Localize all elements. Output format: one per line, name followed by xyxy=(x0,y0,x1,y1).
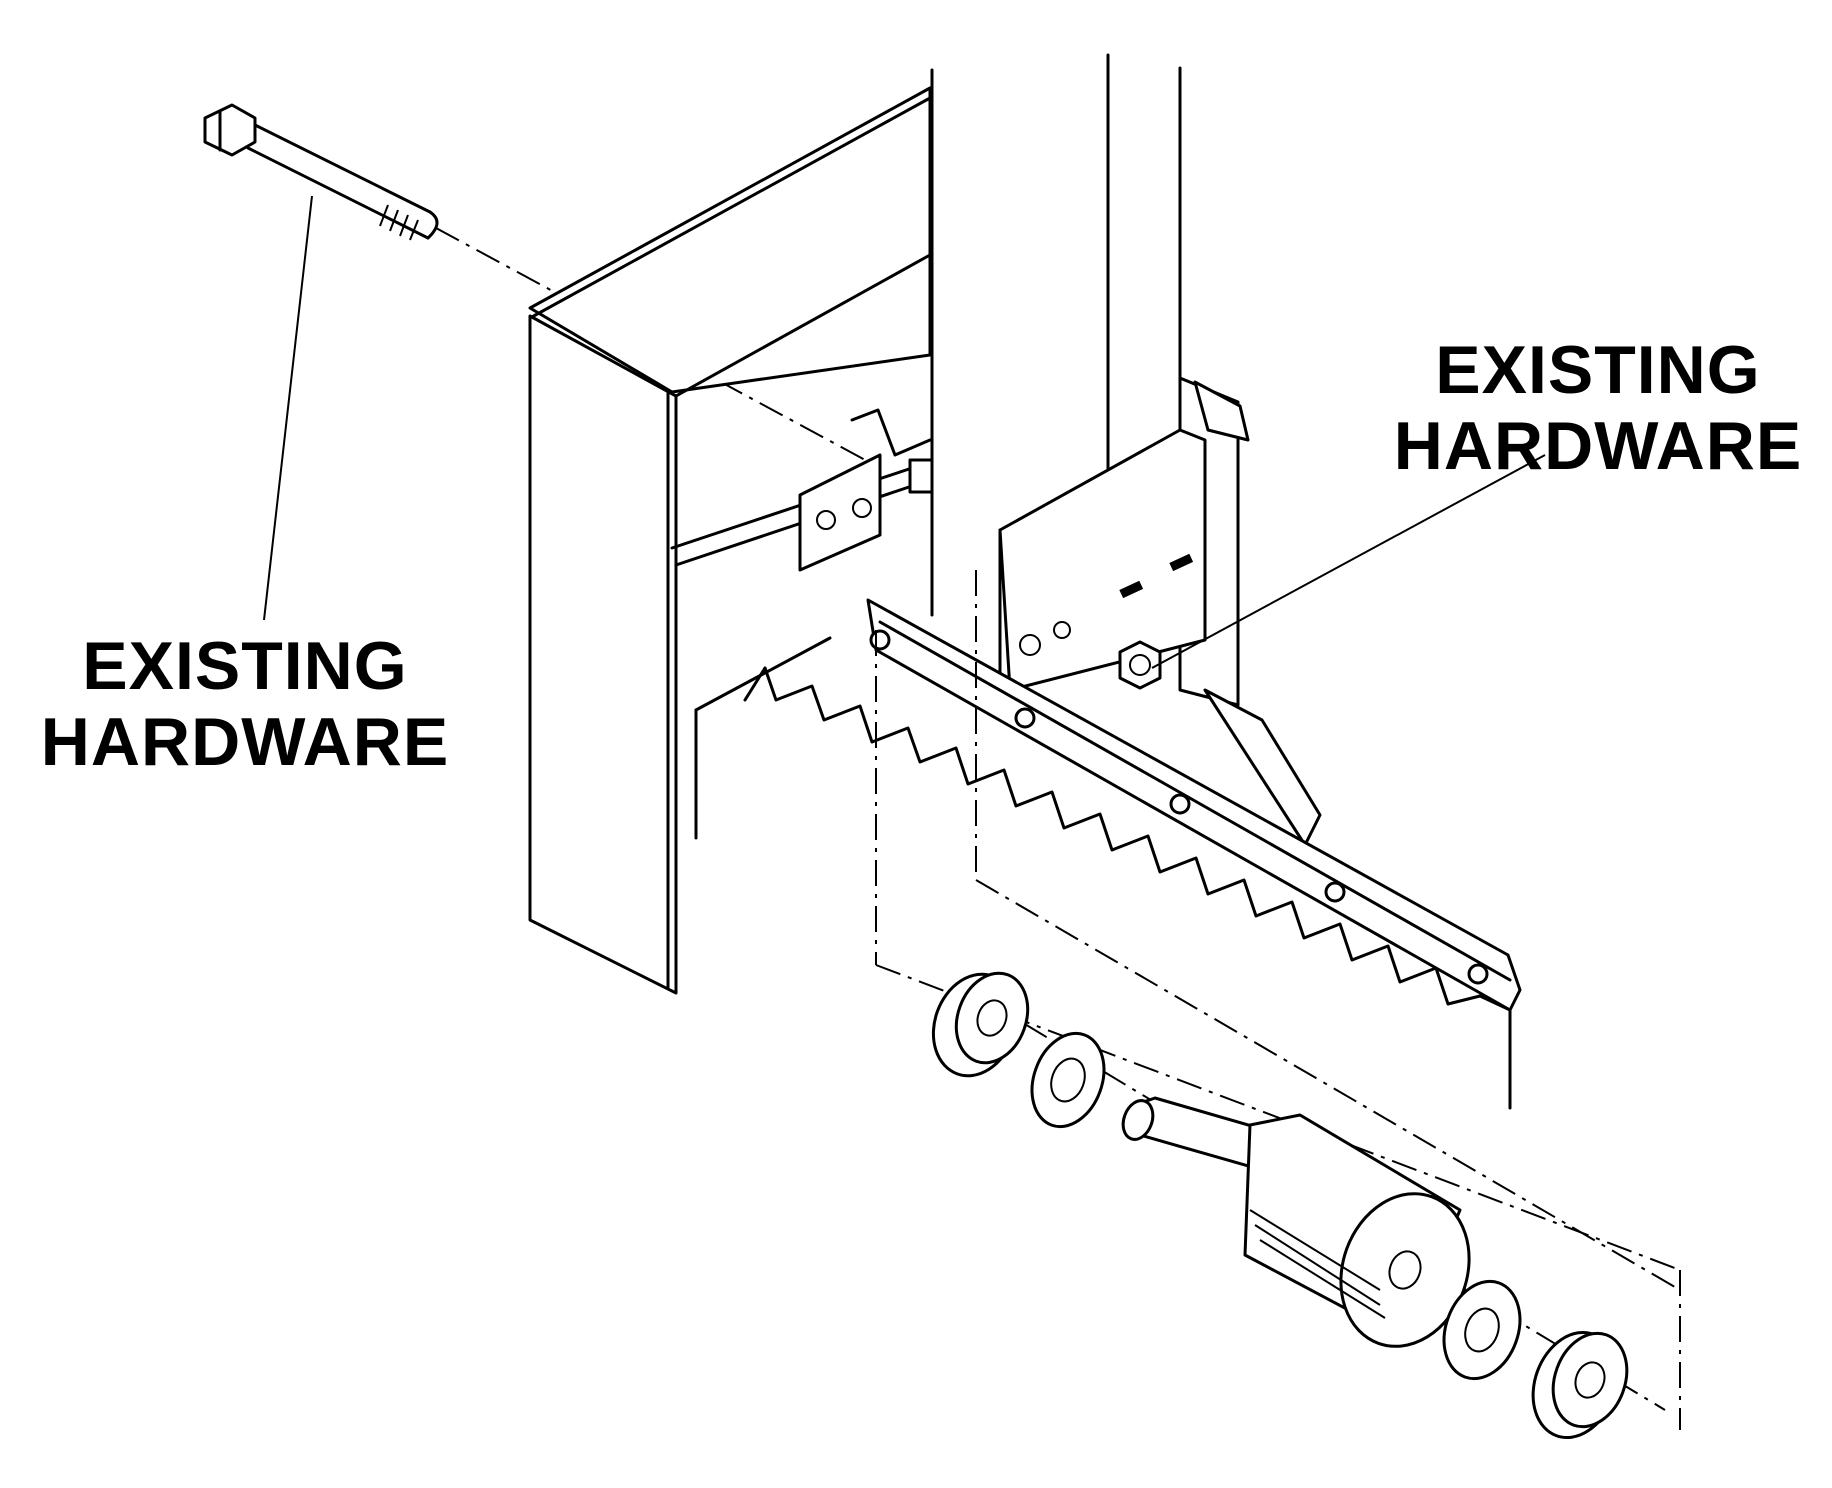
roller xyxy=(1121,1096,1471,1348)
callout-right-line1: EXISTING xyxy=(1435,332,1761,408)
spacer-right xyxy=(1531,1330,1629,1440)
left-frame xyxy=(528,68,934,995)
washer-left xyxy=(1030,1031,1106,1129)
right-post xyxy=(998,53,1322,847)
callout-existing-hardware-left: EXISTING HARDWARE xyxy=(40,628,450,780)
long-bolt xyxy=(203,103,439,241)
callout-left-line1: EXISTING xyxy=(82,628,408,704)
bolt-leader-line xyxy=(263,195,313,621)
serrated-bar xyxy=(743,598,1522,1110)
callout-right-line2: HARDWARE xyxy=(1393,408,1803,484)
callout-left-line2: HARDWARE xyxy=(40,704,450,780)
washer-right xyxy=(1442,1279,1522,1381)
callout-existing-hardware-right: EXISTING HARDWARE xyxy=(1388,332,1808,484)
spacer-left xyxy=(931,971,1030,1078)
nut-leader-line xyxy=(1151,454,1546,669)
